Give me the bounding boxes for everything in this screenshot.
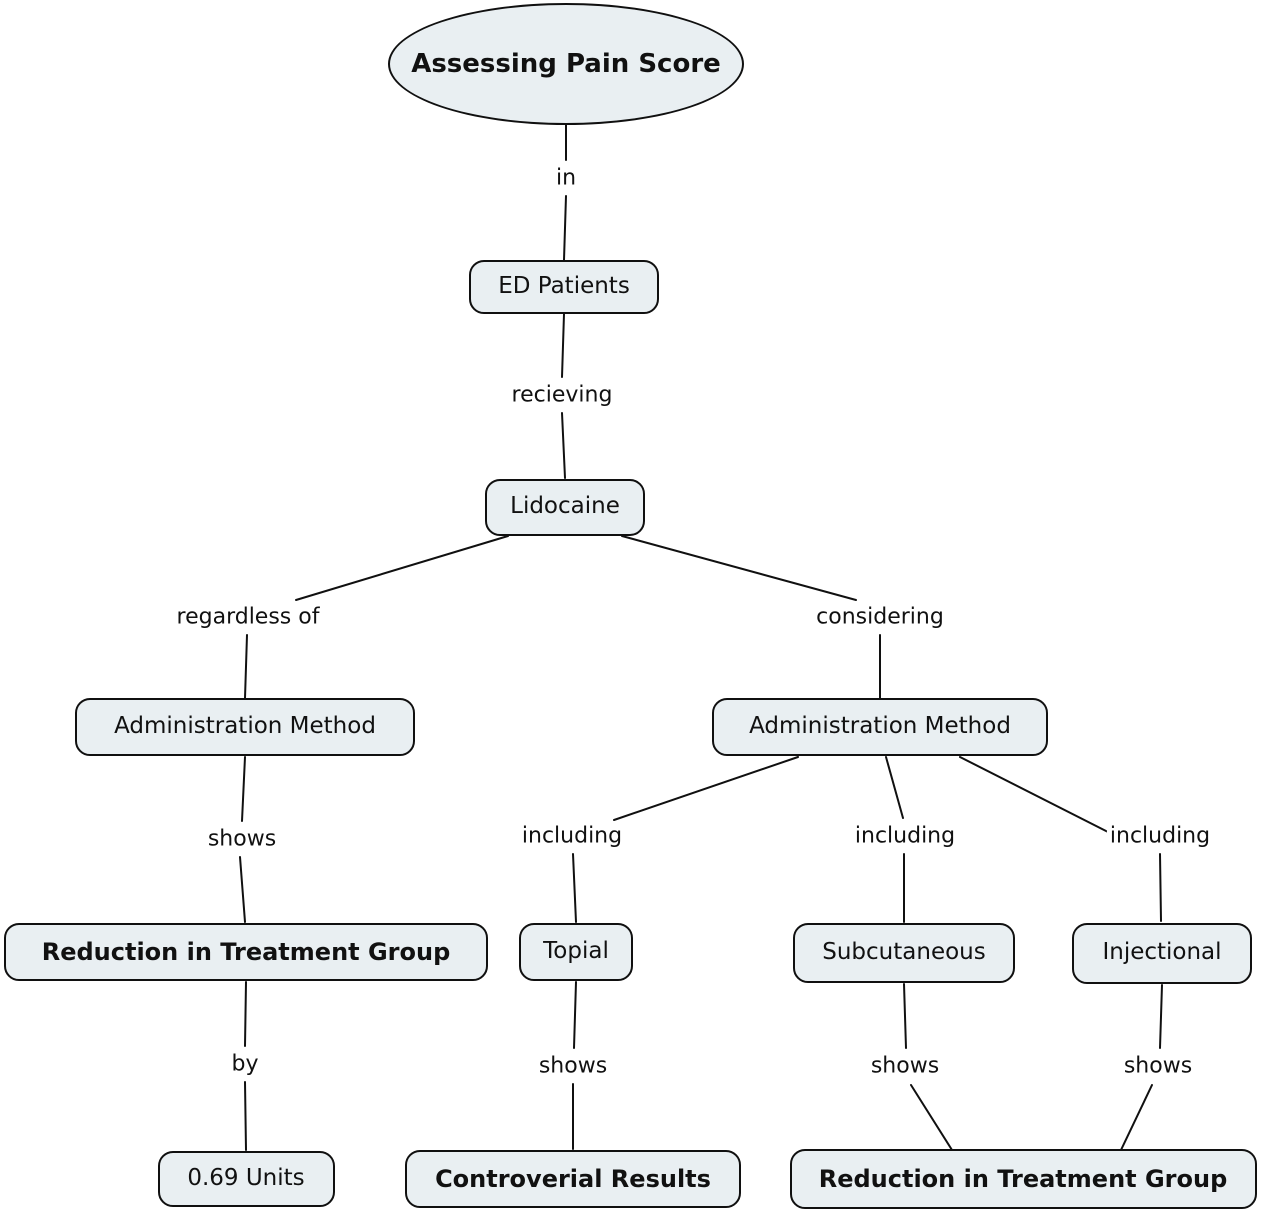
edge-line [1159, 853, 1162, 922]
edge-line [561, 412, 566, 479]
edge-line [959, 756, 1109, 833]
node-administration-method-right[interactable]: Administration Method [712, 698, 1048, 756]
edge-line [910, 1084, 953, 1151]
edge-label: including [851, 823, 959, 849]
node-ed-patients[interactable]: ED Patients [469, 260, 659, 314]
edge-label: including [518, 823, 626, 849]
edge-line [885, 756, 904, 819]
edge-label: shows [1120, 1053, 1196, 1079]
edge-label: shows [535, 1053, 611, 1079]
node-topial[interactable]: Topial [519, 923, 633, 981]
edge-line [613, 756, 799, 821]
edge-line [1159, 984, 1163, 1049]
edge-label: shows [867, 1053, 943, 1079]
edge-label: including [1106, 823, 1214, 849]
node-units-0-69[interactable]: 0.69 Units [157, 1151, 335, 1207]
edge-line [572, 853, 577, 923]
edge-line [241, 756, 246, 822]
node-reduction-in-treatment-group-left[interactable]: Reduction in Treatment Group [4, 923, 488, 981]
edge-line [1120, 1084, 1153, 1151]
edge-label: considering [813, 604, 947, 630]
edge-label: shows [204, 826, 280, 852]
edge-line [244, 634, 248, 699]
node-injectional[interactable]: Injectional [1072, 922, 1252, 984]
edge-line [244, 981, 247, 1047]
edge-line [903, 983, 907, 1049]
edge-line [621, 535, 857, 601]
edge-line [573, 981, 577, 1049]
edge-line [244, 1081, 247, 1151]
edge-line [563, 195, 567, 261]
node-assessing-pain-score[interactable]: Assessing Pain Score [388, 3, 744, 125]
edge-line [561, 313, 565, 378]
edge-line [295, 535, 509, 601]
node-controverial-results[interactable]: Controverial Results [405, 1150, 741, 1208]
edge-label: recieving [508, 382, 616, 408]
node-subcutaneous[interactable]: Subcutaneous [793, 923, 1015, 983]
edge-label: regardless of [173, 604, 323, 630]
node-administration-method-left[interactable]: Administration Method [75, 698, 415, 756]
node-reduction-in-treatment-group-right[interactable]: Reduction in Treatment Group [789, 1149, 1257, 1209]
edge-label: in [552, 165, 580, 191]
node-lidocaine[interactable]: Lidocaine [485, 478, 645, 536]
edge-label: by [228, 1051, 262, 1077]
edge-line [239, 856, 246, 923]
